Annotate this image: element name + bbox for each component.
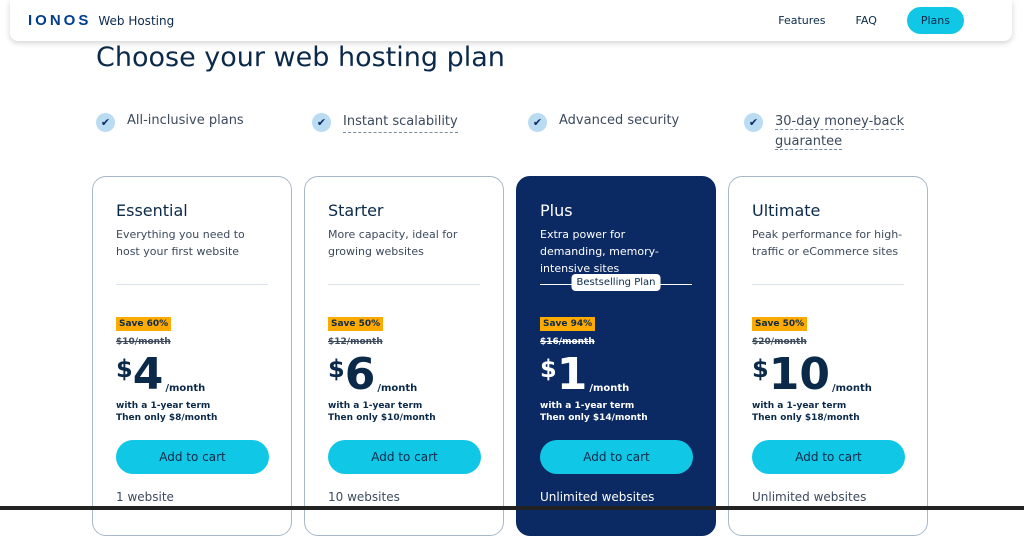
old-price: $16/month	[540, 337, 595, 347]
old-price: $12/month	[328, 337, 383, 347]
save-badge: Save 50%	[328, 317, 384, 331]
price: $6/month	[328, 349, 418, 400]
renewal-price: Then only $8/month	[116, 413, 218, 423]
taskbar-edge	[0, 506, 1024, 510]
check-icon: ✔	[528, 113, 547, 132]
plan-name: Plus	[540, 201, 573, 220]
product-name: Web Hosting	[98, 13, 175, 28]
plans-button[interactable]: Plans	[906, 7, 964, 34]
plan-card-essential: Essential Everything you need to host yo…	[92, 176, 292, 536]
plan-name: Essential	[116, 201, 188, 220]
renewal-price: Then only $14/month	[540, 413, 648, 423]
plan-card-starter: Starter More capacity, ideal for growing…	[304, 176, 504, 536]
save-badge: Save 50%	[752, 317, 808, 331]
old-price: $10/month	[116, 337, 171, 347]
price: $4/month	[116, 349, 206, 400]
nav-features[interactable]: Features	[778, 14, 826, 27]
nav-faq[interactable]: FAQ	[855, 14, 877, 27]
old-price: $20/month	[752, 337, 807, 347]
add-to-cart-button[interactable]: Add to cart	[752, 440, 905, 474]
plan-name: Starter	[328, 201, 384, 220]
plan-description: Peak performance for high-traffic or eCo…	[752, 228, 903, 258]
renewal-price: Then only $10/month	[328, 413, 436, 423]
term-text: with a 1-year term	[752, 401, 847, 411]
feature-scalability[interactable]: ✔Instant scalability	[312, 113, 458, 133]
divider	[328, 284, 480, 285]
divider	[116, 284, 268, 285]
save-badge: Save 60%	[116, 317, 172, 331]
ionos-logo[interactable]: IONOS	[28, 12, 92, 29]
add-to-cart-button[interactable]: Add to cart	[540, 440, 693, 474]
save-badge: Save 94%	[540, 317, 596, 331]
feature-all-inclusive: ✔All-inclusive plans	[96, 113, 244, 132]
feature-security: ✔Advanced security	[528, 113, 679, 132]
price: $1/month	[540, 349, 630, 400]
website-count: Unlimited websites	[752, 490, 867, 504]
plan-description: Extra power for demanding, memory-intens…	[540, 228, 659, 275]
price: $10/month	[752, 349, 872, 400]
renewal-price: Then only $18/month	[752, 413, 860, 423]
bestselling-badge: Bestselling Plan	[571, 274, 661, 291]
check-icon: ✔	[96, 113, 115, 132]
top-nav: IONOS Web Hosting Features FAQ Plans	[10, 0, 1012, 41]
plan-description: More capacity, ideal for growing website…	[328, 228, 458, 258]
page-title: Choose your web hosting plan	[96, 42, 505, 73]
check-icon: ✔	[312, 113, 331, 132]
plan-card-ultimate: Ultimate Peak performance for high-traff…	[728, 176, 928, 536]
plan-card-plus: Plus Extra power for demanding, memory-i…	[516, 176, 716, 536]
divider: Bestselling Plan	[540, 274, 692, 291]
website-count: 10 websites	[328, 490, 400, 504]
add-to-cart-button[interactable]: Add to cart	[116, 440, 269, 474]
term-text: with a 1-year term	[328, 401, 423, 411]
divider	[752, 284, 904, 285]
term-text: with a 1-year term	[116, 401, 211, 411]
check-icon: ✔	[744, 113, 763, 132]
term-text: with a 1-year term	[540, 401, 635, 411]
plan-description: Everything you need to host your first w…	[116, 228, 245, 258]
add-to-cart-button[interactable]: Add to cart	[328, 440, 481, 474]
website-count: Unlimited websites	[540, 490, 655, 504]
website-count: 1 website	[116, 490, 174, 504]
nav-links: Features FAQ Plans	[778, 7, 994, 34]
plan-name: Ultimate	[752, 201, 821, 220]
